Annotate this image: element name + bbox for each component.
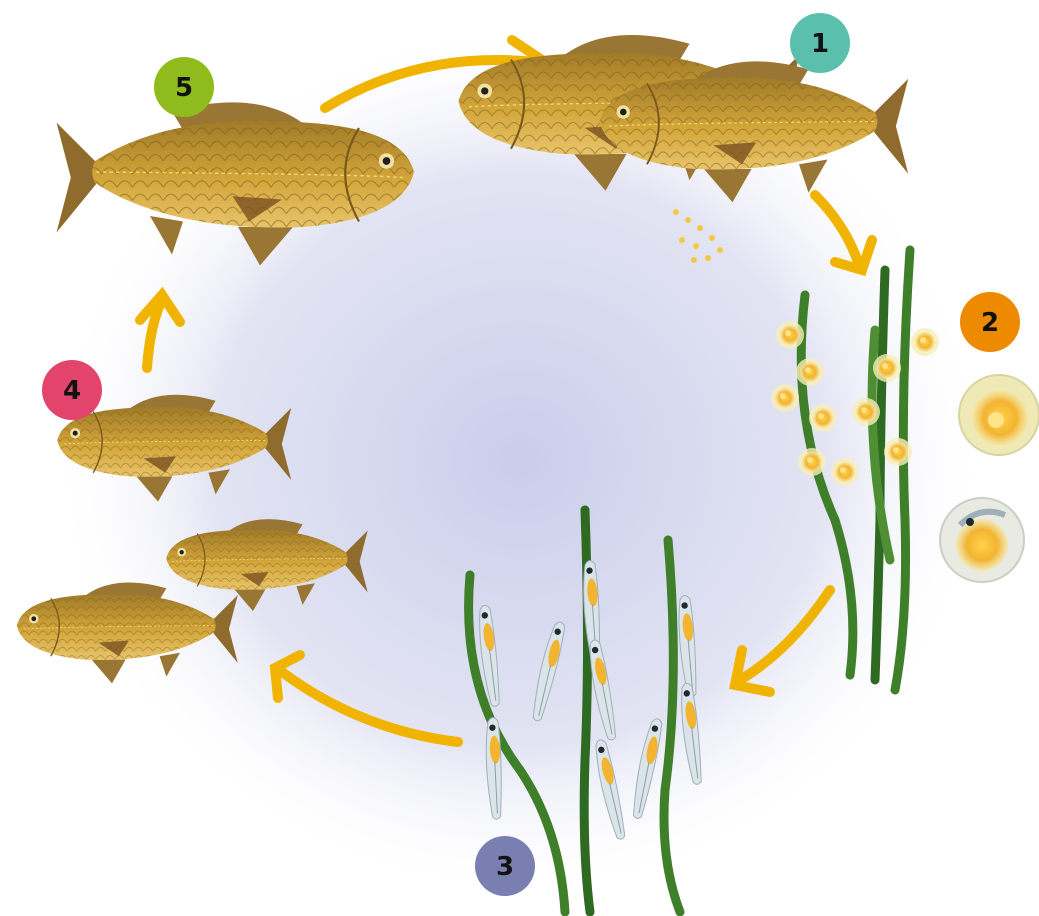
- stage-number: 2: [981, 308, 999, 338]
- egg-closeup-early: [959, 375, 1039, 455]
- stage-badge-4: 4: [42, 360, 102, 420]
- stage-number: 5: [175, 73, 193, 103]
- stage-number: 3: [496, 852, 514, 882]
- egg-closeup-developing: [940, 498, 1024, 582]
- stage-badge-3: 3: [475, 836, 535, 896]
- stage-number: 1: [811, 29, 829, 59]
- stage-number: 4: [63, 376, 81, 406]
- stage-badge-1: 1: [790, 13, 850, 73]
- stage-badge-2: 2: [960, 292, 1020, 352]
- stage-badge-5: 5: [154, 57, 214, 117]
